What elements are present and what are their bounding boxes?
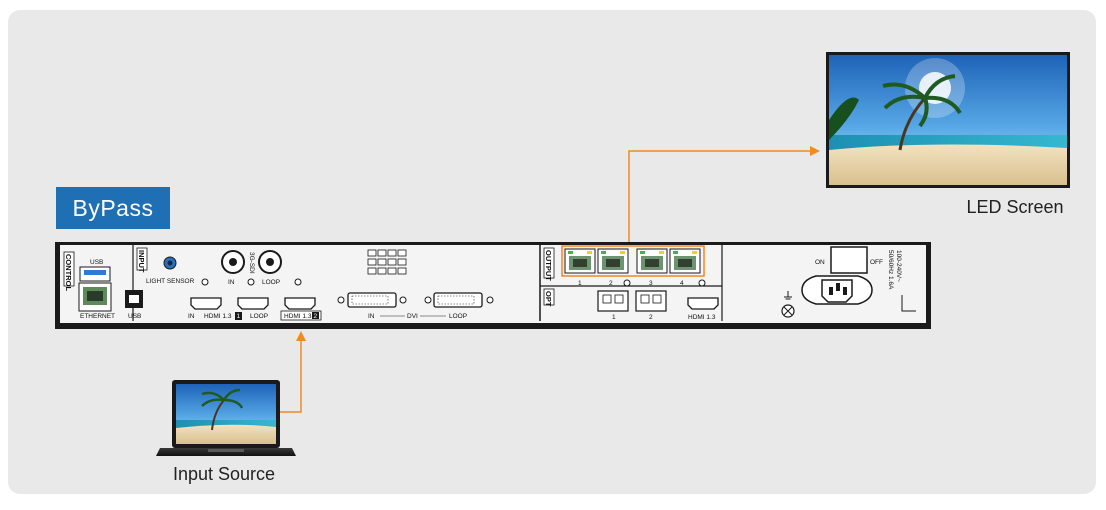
rj45-port-4 <box>669 248 701 274</box>
vent-slot <box>397 258 407 266</box>
hdmi1-name: HDMI 1.3 <box>204 313 232 320</box>
power-rating: 50/60Hz 1.6A 100-240V~ <box>887 250 902 290</box>
vent-slot <box>387 249 397 257</box>
usb-a-label: USB <box>90 259 103 266</box>
output-highlight <box>561 245 705 277</box>
hdmi-out-port <box>687 297 719 310</box>
hdmi2-num-badge <box>312 312 319 319</box>
vent-grid <box>367 249 407 275</box>
hdmi1-in-label: IN <box>188 313 195 320</box>
power-on-label: ON <box>815 259 825 266</box>
opt-section-label: OPT <box>543 288 555 307</box>
led-screen <box>826 52 1070 188</box>
power-switch <box>830 246 868 274</box>
hdmi1-num-badge <box>235 312 242 320</box>
svg-text:3G-SDI: 3G-SDI <box>248 252 255 274</box>
vent-slot <box>367 267 377 275</box>
opt-port-2 <box>635 290 667 312</box>
vent-slot <box>397 249 407 257</box>
hdmi-out-label: HDMI 1.3 <box>688 314 716 321</box>
usb-a-port <box>79 266 111 282</box>
hdmi1-num: 1 <box>237 313 241 320</box>
hdmi1-loop-port <box>237 297 269 310</box>
power-inlet <box>801 275 873 305</box>
laptop-icon <box>156 380 296 456</box>
output-section-label: OUTPUT <box>543 247 555 281</box>
svg-text:OPT: OPT <box>544 291 553 307</box>
dvi-loop-port <box>424 292 494 308</box>
vent-slot <box>377 258 387 266</box>
device-rear-panel <box>55 242 931 329</box>
hdmi2-name: HDMI 1.3 <box>284 313 312 320</box>
input-section-label: INPUT <box>136 247 148 273</box>
sdi-label: 3G-SDI <box>248 252 255 274</box>
hdmi2-in-port <box>284 297 316 310</box>
usb-b-label: USB <box>128 313 141 320</box>
svg-text:CONTROL: CONTROL <box>64 254 73 291</box>
vent-slot <box>377 249 387 257</box>
rj45-port-1 <box>564 248 596 274</box>
mode-badge: ByPass <box>56 187 170 229</box>
sdi-in-label: IN <box>228 279 235 286</box>
dvi-in-label: IN <box>368 313 375 320</box>
output-1-label: 1 <box>578 280 582 287</box>
output-ports <box>564 248 701 274</box>
screw-icon <box>294 278 302 286</box>
screw-icon <box>623 279 631 287</box>
input-arrow <box>280 331 306 413</box>
vent-slot <box>387 267 397 275</box>
input-source-caption: Input Source <box>173 464 275 484</box>
output-arrow <box>628 146 820 246</box>
dvi-label: DVI <box>407 313 418 320</box>
sdi-in-port <box>221 250 245 274</box>
vent-slot <box>397 267 407 275</box>
screw-icon <box>201 278 209 286</box>
light-sensor <box>163 256 177 270</box>
sdi-loop-label: LOOP <box>262 279 280 286</box>
svg-text:INPUT: INPUT <box>137 250 146 273</box>
usb-b-port <box>125 290 143 308</box>
rj45-port-3 <box>636 248 668 274</box>
dvi-loop-label: LOOP <box>449 313 467 320</box>
hdmi2-num: 2 <box>314 313 318 320</box>
opt-port-1 <box>597 290 629 312</box>
ethernet-port <box>78 282 112 312</box>
ethernet-label: ETHERNET <box>80 313 115 320</box>
svg-text:50/60Hz 1.6A: 50/60Hz 1.6A <box>887 250 894 290</box>
bracket-line <box>901 295 916 312</box>
opt-1-label: 1 <box>612 314 616 321</box>
svg-text:100-240V~: 100-240V~ <box>895 250 902 282</box>
opt-2-label: 2 <box>649 314 653 321</box>
power-off-label: OFF <box>870 259 883 266</box>
output-3-label: 3 <box>649 280 653 287</box>
dvi-in-port <box>337 292 407 308</box>
svg-text:OUTPUT: OUTPUT <box>544 250 553 281</box>
hdmi1-in-port <box>190 297 222 310</box>
hdmi1-loop-label: LOOP <box>250 313 268 320</box>
output-2-label: 2 <box>609 280 613 287</box>
ground-icon <box>781 291 795 318</box>
screw-icon <box>698 279 706 287</box>
vent-slot <box>367 258 377 266</box>
sdi-loop-port <box>258 250 282 274</box>
vent-slot <box>387 258 397 266</box>
vent-slot <box>377 267 387 275</box>
hdmi2-label-box <box>280 310 322 321</box>
light-sensor-label: LIGHT SENSOR <box>146 278 195 285</box>
output-4-label: 4 <box>680 280 684 287</box>
vent-slot <box>367 249 377 257</box>
screw-icon <box>247 278 255 286</box>
led-screen-caption: LED Screen <box>966 197 1063 217</box>
rj45-port-2 <box>597 248 629 274</box>
control-section-label: CONTROL <box>63 251 75 291</box>
